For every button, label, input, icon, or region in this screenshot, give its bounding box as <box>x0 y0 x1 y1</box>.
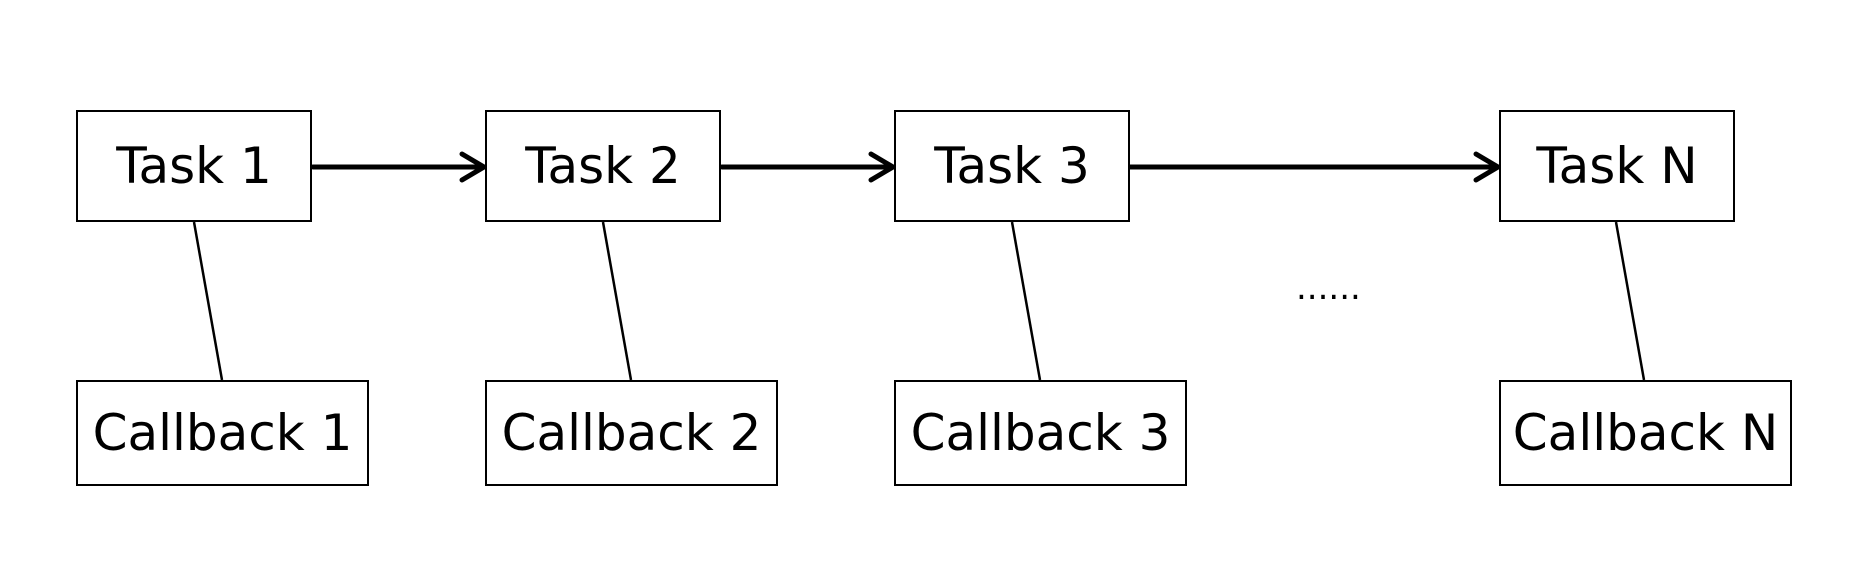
arrow-task1-to-task2 <box>310 151 487 183</box>
task-2-box: Task 2 <box>485 110 721 222</box>
callback-connectors <box>192 221 1646 381</box>
arrow-task2-to-task3 <box>719 151 896 183</box>
callback-2-box: Callback 2 <box>485 380 778 486</box>
connector-task1-callback1 <box>192 221 224 381</box>
callback-3-box: Callback 3 <box>894 380 1187 486</box>
task-n-box: Task N <box>1499 110 1735 222</box>
task-3-label: Task 3 <box>934 137 1090 195</box>
callback-1-box: Callback 1 <box>76 380 369 486</box>
task-1-box: Task 1 <box>76 110 312 222</box>
ellipsis-text: ...... <box>1296 268 1361 308</box>
connector-task3-callback3 <box>1010 221 1042 381</box>
callback-2-label: Callback 2 <box>501 404 762 462</box>
task-1-label: Task 1 <box>116 137 272 195</box>
task-2-label: Task 2 <box>525 137 681 195</box>
callback-3-label: Callback 3 <box>910 404 1171 462</box>
connector-taskN-callbackN <box>1614 221 1646 381</box>
connector-task2-callback2 <box>601 221 633 381</box>
task-3-box: Task 3 <box>894 110 1130 222</box>
callback-n-box: Callback N <box>1499 380 1792 486</box>
arrow-task3-to-taskN <box>1127 151 1501 183</box>
task-n-label: Task N <box>1536 137 1698 195</box>
task-arrows <box>310 151 1501 183</box>
callback-1-label: Callback 1 <box>92 404 353 462</box>
callback-n-label: Callback N <box>1512 404 1779 462</box>
